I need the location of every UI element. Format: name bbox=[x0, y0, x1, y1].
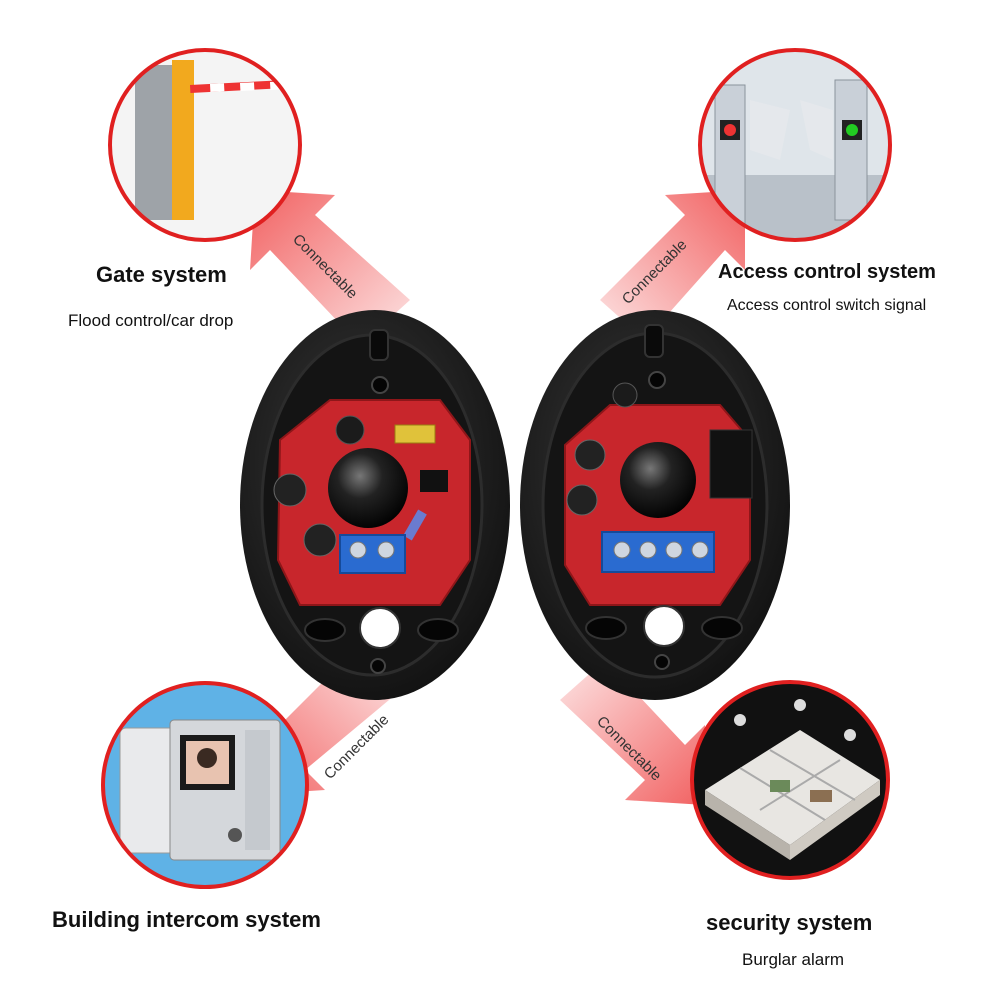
circle-intercom bbox=[101, 681, 309, 889]
circle-gate-system bbox=[108, 48, 302, 242]
circle-security bbox=[690, 680, 890, 880]
sensor-left bbox=[240, 310, 510, 700]
resistor bbox=[403, 509, 427, 541]
security-subtitle: Burglar alarm bbox=[742, 950, 845, 969]
pir-lens-left bbox=[328, 448, 408, 528]
pir-lens-right bbox=[620, 442, 696, 518]
gate-system-title: Gate system bbox=[96, 262, 227, 287]
terminal-block-left bbox=[339, 534, 406, 574]
relay bbox=[709, 429, 753, 499]
arrow-top-right bbox=[600, 190, 745, 340]
access-control-title: Access control system bbox=[718, 261, 936, 283]
sensor-right bbox=[520, 310, 790, 700]
circle-access-control bbox=[698, 48, 892, 242]
security-title: security system bbox=[706, 910, 873, 935]
barrier-cabinet-yellow bbox=[172, 60, 194, 220]
arrow-top-left bbox=[250, 190, 410, 345]
capacitor-yellow bbox=[394, 424, 436, 444]
access-control-subtitle: Access control switch signal bbox=[727, 297, 927, 314]
intercom-title: Building intercom system bbox=[52, 907, 321, 932]
ic-chip bbox=[420, 470, 448, 492]
arrow-bottom-right bbox=[560, 660, 705, 805]
gate-system-subtitle: Flood control/car drop bbox=[68, 311, 234, 330]
